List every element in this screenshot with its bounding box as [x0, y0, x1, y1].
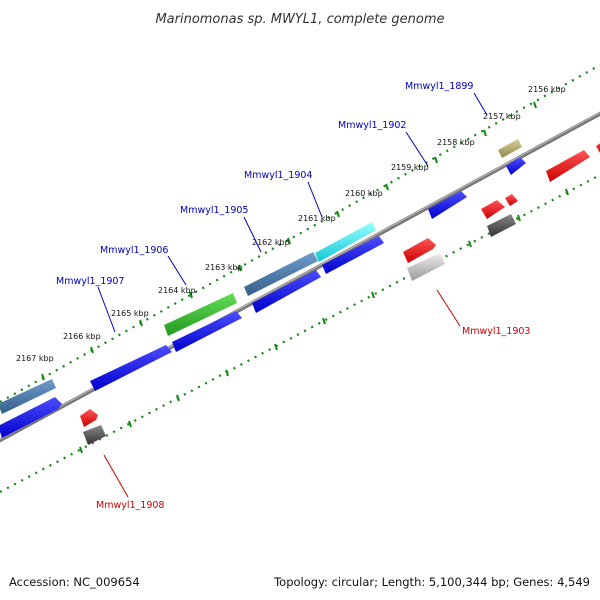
- gene-feature[interactable]: [0, 379, 56, 414]
- gene-feature[interactable]: [322, 236, 384, 274]
- gene-feature[interactable]: [506, 157, 526, 175]
- gene-label[interactable]: Mmwyl1_1903: [462, 326, 530, 337]
- gene-feature[interactable]: [90, 345, 172, 391]
- gene-label[interactable]: Mmwyl1_1904: [244, 170, 312, 181]
- gene-label[interactable]: Mmwyl1_1907: [56, 276, 124, 287]
- inner-tick-track: [0, 174, 600, 493]
- gene-feature[interactable]: [407, 253, 445, 281]
- accession-label: Accession: NC_009654: [9, 575, 140, 589]
- gene-feature[interactable]: [498, 139, 522, 158]
- tick-label: 2159 kbp: [391, 163, 429, 172]
- gene-feature[interactable]: [83, 425, 106, 445]
- gene-feature[interactable]: [481, 200, 505, 219]
- tick-label: 2164 kbp: [158, 286, 196, 295]
- tick-label: 2162 kbp: [252, 238, 290, 247]
- gene-label[interactable]: Mmwyl1_1906: [100, 245, 168, 256]
- gene-feature[interactable]: [80, 409, 98, 427]
- outer-tick-track: [0, 64, 600, 403]
- tick-label: 2161 kbp: [298, 214, 336, 223]
- gene-feature[interactable]: [596, 140, 600, 153]
- reverse-features: [80, 140, 600, 445]
- gene-label[interactable]: Mmwyl1_1908: [96, 500, 164, 511]
- tick-label: 2160 kbp: [345, 189, 383, 198]
- tick-label: 2157 kbp: [483, 112, 521, 121]
- inner-major-ticks: [79, 188, 569, 454]
- forward-features: [0, 139, 526, 438]
- gene-feature[interactable]: [505, 194, 518, 206]
- reverse-gene-labels: Mmwyl1_1908 Mmwyl1_1903: [96, 326, 530, 511]
- genome-summary: Topology: circular; Length: 5,100,344 bp…: [273, 575, 590, 589]
- tick-label: 2166 kbp: [63, 332, 101, 341]
- gene-feature[interactable]: [428, 191, 467, 219]
- gene-feature[interactable]: [164, 293, 237, 336]
- gene-label[interactable]: Mmwyl1_1902: [338, 120, 406, 131]
- gene-feature[interactable]: [172, 311, 242, 352]
- tick-label: 2158 kbp: [437, 138, 475, 147]
- outer-major-ticks: [41, 101, 537, 381]
- gene-feature[interactable]: [487, 214, 516, 237]
- forward-gene-labels: Mmwyl1_1907 Mmwyl1_1906 Mmwyl1_1905 Mmwy…: [56, 81, 473, 287]
- kbp-labels: 2167 kbp 2166 kbp 2165 kbp 2164 kbp 2163…: [16, 85, 566, 363]
- gene-feature[interactable]: [546, 150, 590, 182]
- reverse-leader-lines: [103, 289, 461, 498]
- gene-feature[interactable]: [244, 252, 318, 296]
- forward-leader-lines: [97, 92, 488, 333]
- gene-feature[interactable]: [0, 397, 62, 438]
- tick-label: 2167 kbp: [16, 354, 54, 363]
- gene-feature[interactable]: [315, 222, 376, 262]
- tick-label: 2156 kbp: [528, 85, 566, 94]
- map-title: Marinomonas sp. MWYL1, complete genome: [155, 12, 444, 27]
- tick-label: 2163 kbp: [205, 263, 243, 272]
- tick-label: 2165 kbp: [111, 309, 149, 318]
- gene-label[interactable]: Mmwyl1_1899: [405, 81, 473, 92]
- gene-feature[interactable]: [403, 238, 436, 263]
- gene-label[interactable]: Mmwyl1_1905: [180, 205, 248, 216]
- gene-feature[interactable]: [252, 270, 321, 313]
